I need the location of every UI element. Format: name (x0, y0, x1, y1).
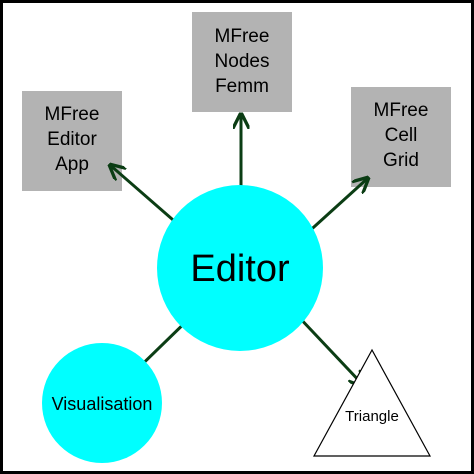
node-editor-circle (157, 185, 323, 351)
node-mfree-cell-grid[interactable]: MFree Cell Grid (351, 87, 451, 187)
arrow-to-triangle (294, 312, 364, 386)
node-mfree-editor-app-line-1: MFree (45, 104, 100, 125)
arrow-to-cell-grid (302, 178, 368, 238)
node-mfree-nodes-femm-box (192, 12, 292, 112)
node-mfree-cell-grid-line-2: Cell (385, 125, 418, 146)
node-triangle-label: Triangle (345, 408, 399, 425)
node-mfree-editor-app-box (22, 91, 122, 191)
node-mfree-editor-app-line-2: Editor (47, 129, 97, 150)
node-mfree-cell-grid-box (351, 87, 451, 187)
node-visualisation-circle (42, 343, 162, 463)
node-editor[interactable]: Editor (157, 185, 323, 351)
node-editor-label: Editor (190, 248, 290, 290)
node-mfree-editor-app[interactable]: MFree Editor App (22, 91, 122, 191)
node-mfree-nodes-femm-line-3: Femm (215, 76, 269, 97)
node-triangle-shape (312, 348, 432, 457)
node-visualisation[interactable]: Visualisation (42, 343, 162, 463)
node-mfree-nodes-femm[interactable]: MFree Nodes Femm (192, 12, 292, 112)
node-triangle[interactable]: Triangle (312, 348, 432, 457)
node-mfree-nodes-femm-line-1: MFree (215, 26, 270, 47)
node-mfree-editor-app-line-3: App (55, 154, 89, 175)
node-mfree-nodes-femm-line-2: Nodes (215, 51, 270, 72)
arrow-to-editor-app (110, 165, 181, 228)
node-mfree-cell-grid-line-3: Grid (383, 150, 419, 171)
node-mfree-cell-grid-line-1: MFree (374, 100, 429, 121)
node-visualisation-label: Visualisation (52, 394, 153, 414)
